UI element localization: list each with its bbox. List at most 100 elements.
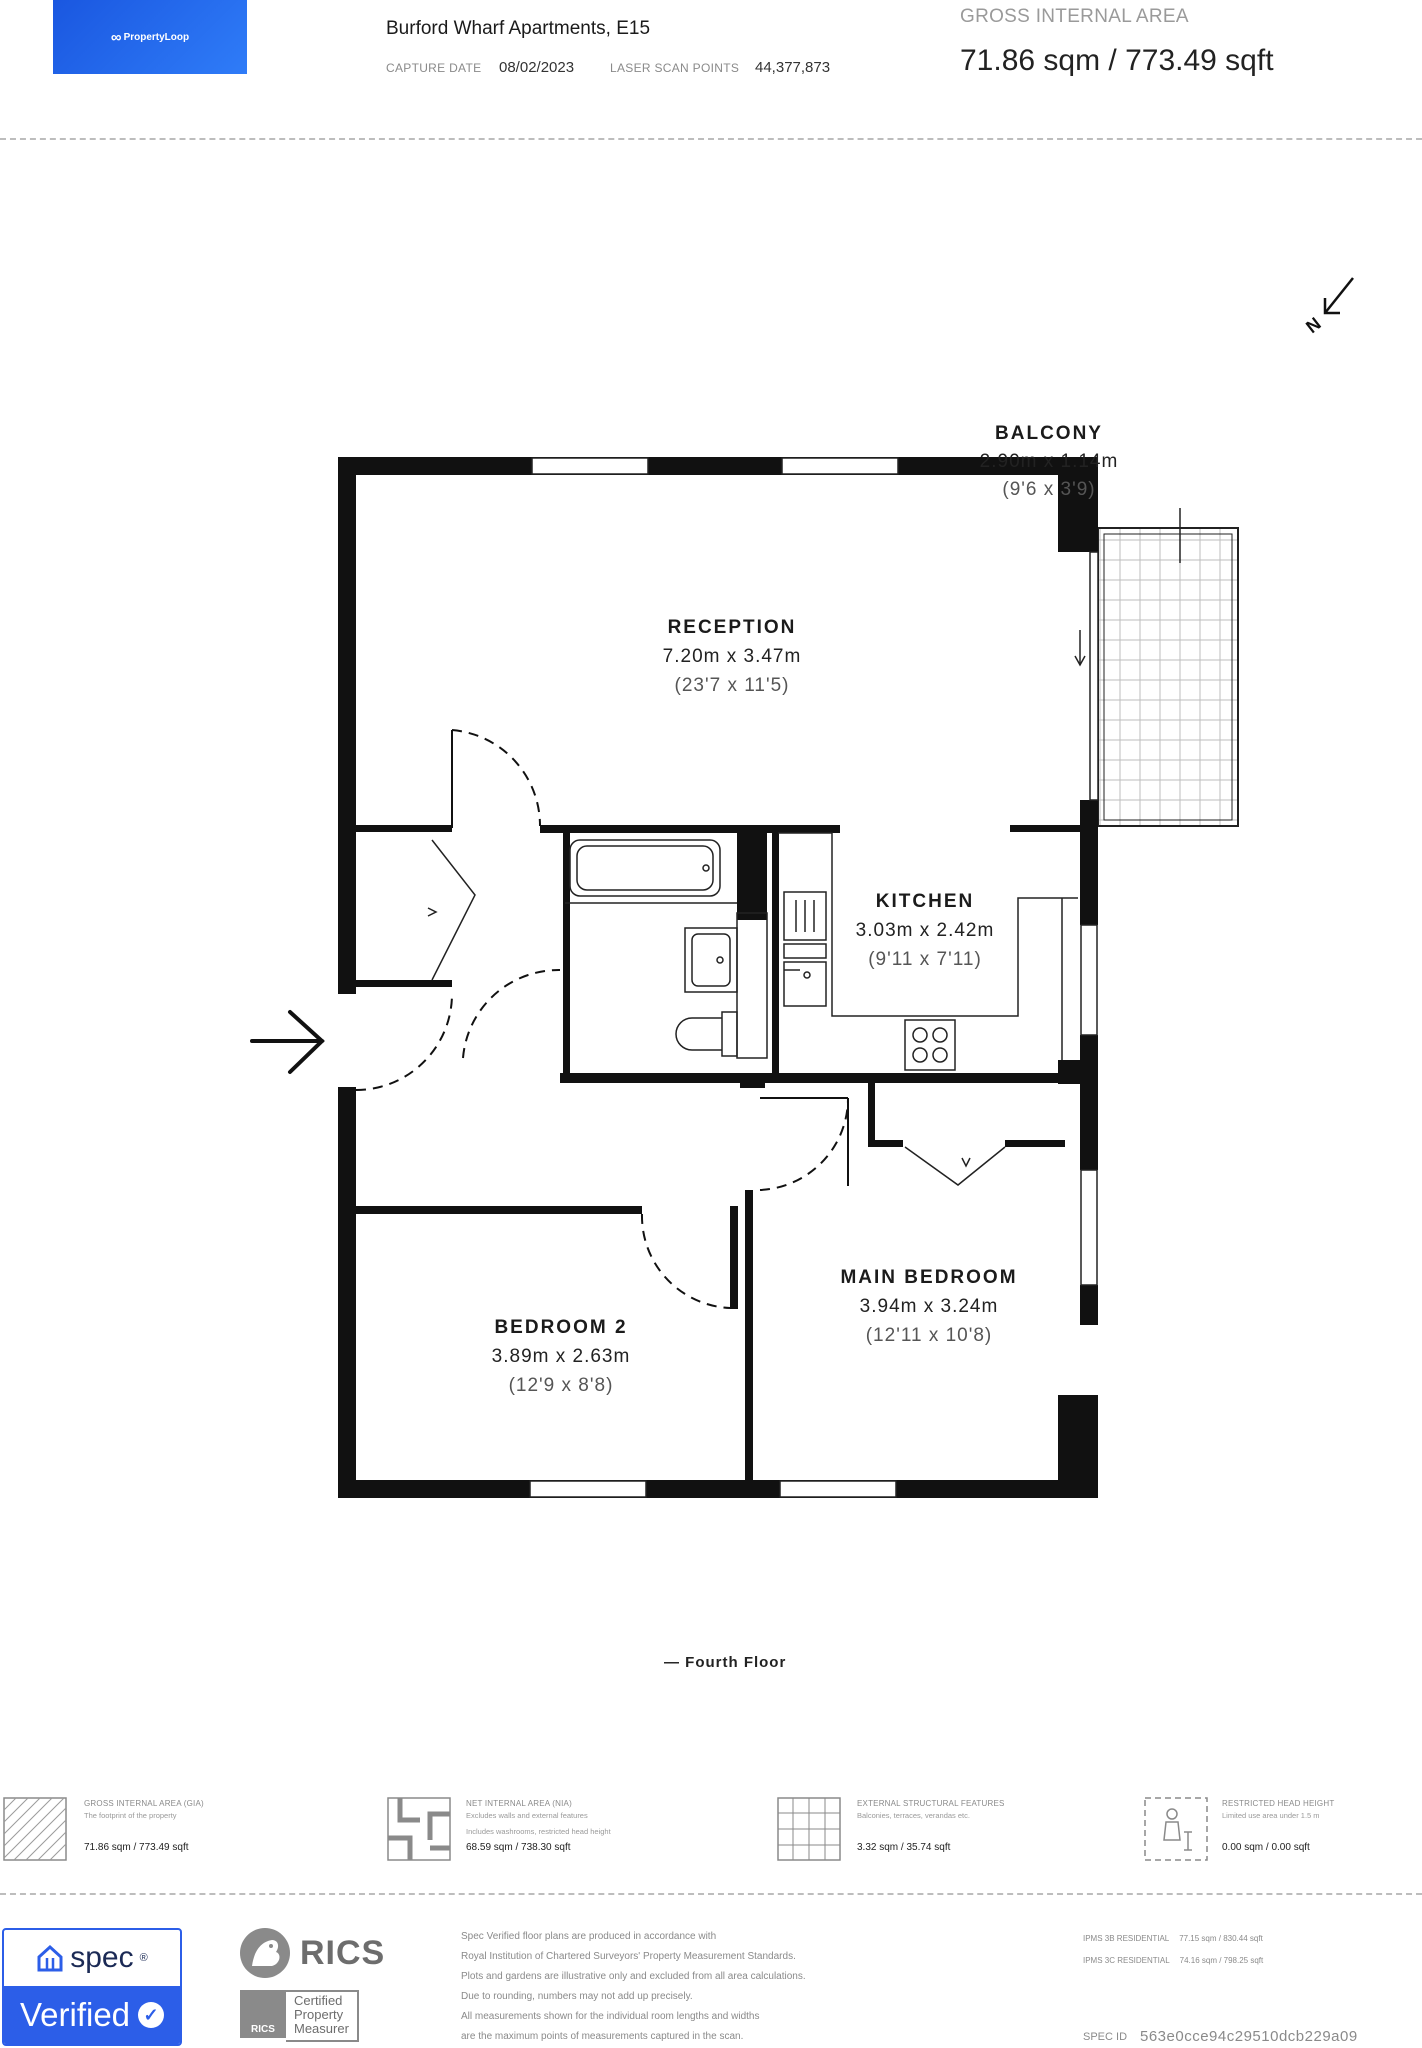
- rics-lion-icon: [240, 1928, 290, 1978]
- disclaimer-line: Plots and gardens are illustrative only …: [461, 1971, 806, 1982]
- property-title: Burford Wharf Apartments, E15: [386, 18, 651, 39]
- legend-divider: [0, 1893, 1422, 1895]
- room-imperial: (23'7 x 11'5): [674, 675, 790, 696]
- room-metric: 3.94m x 3.24m: [859, 1296, 999, 1317]
- legend-desc: [84, 1824, 204, 1840]
- room-name: BALCONY: [995, 423, 1103, 444]
- legend-value: 68.59 sqm / 738.30 sqft: [466, 1842, 571, 1853]
- gia-hatch-icon: [3, 1797, 67, 1861]
- outer-walls: [338, 457, 1098, 1498]
- balcony-area: [1097, 508, 1239, 827]
- room-metric: 7.20m x 3.47m: [662, 646, 802, 667]
- kitchen-counter: [778, 832, 1078, 1060]
- room-imperial: (12'11 x 10'8): [865, 1325, 993, 1346]
- legend-desc: Limited use area under 1.5 m: [1222, 1811, 1320, 1820]
- legend-restricted: RESTRICTED HEAD HEIGHT Limited use area …: [1222, 1799, 1334, 1853]
- rics-certified-badge: RICS Certified Property Measurer: [240, 1990, 359, 2042]
- room-label-reception: RECEPTION 7.20m x 3.47m (23'7 x 11'5): [602, 617, 862, 697]
- room-metric: 3.89m x 2.63m: [491, 1346, 631, 1367]
- door-swings: [355, 729, 850, 1309]
- rics-cert-line: Property: [294, 2007, 344, 2022]
- legend-external: EXTERNAL STRUCTURAL FEATURES Balconies, …: [857, 1799, 1005, 1853]
- ipms-value: 74.16 sqm / 798.25 sqft: [1179, 1956, 1264, 1965]
- rics-cert-text: Certified Property Measurer: [286, 1990, 359, 2042]
- legend-desc: [857, 1824, 1005, 1840]
- ipms-label: IPMS 3B RESIDENTIAL: [1083, 1934, 1169, 1943]
- ipms-3c: IPMS 3C RESIDENTIAL 74.16 sqm / 798.25 s…: [1083, 1956, 1263, 1965]
- spec-verified-badge: spec® Verified ✓: [2, 1928, 182, 2046]
- capture-date-value: 08/02/2023: [499, 59, 575, 76]
- windows: [529, 457, 1099, 1498]
- interior-walls: [356, 825, 1085, 1480]
- disclaimer-text: Spec Verified floor plans are produced i…: [461, 1927, 806, 2047]
- gross-internal-area-label: GROSS INTERNAL AREA: [960, 6, 1189, 27]
- hob-icon: [904, 1019, 956, 1071]
- room-imperial: (9'6 x 3'9): [1002, 479, 1096, 500]
- legend-desc: Balconies, terraces, verandas etc.: [857, 1811, 970, 1820]
- north-arrow-icon: N: [1302, 277, 1354, 337]
- legend-desc: Excludes walls and external features: [466, 1811, 588, 1820]
- room-name: MAIN BEDROOM: [840, 1267, 1018, 1288]
- ipms-value: 77.15 sqm / 830.44 sqft: [1179, 1934, 1263, 1943]
- disclaimer-line: All measurements shown for the individua…: [461, 2011, 760, 2022]
- room-metric: 2.90m x 1.14m: [979, 451, 1119, 472]
- room-imperial: (9'11 x 7'11): [868, 949, 982, 970]
- ipms-label: IPMS 3C RESIDENTIAL: [1083, 1956, 1170, 1965]
- disclaimer-line: are the maximum points of measurements c…: [461, 2031, 744, 2042]
- spec-id-label: SPEC ID: [1083, 2031, 1128, 2043]
- header-divider: [0, 138, 1422, 140]
- room-name: RECEPTION: [667, 617, 797, 638]
- legend-desc: The footprint of the property: [84, 1811, 177, 1820]
- spec-registered-mark: ®: [139, 1952, 148, 1964]
- floor-plan-drawing: N: [250, 277, 1354, 1498]
- capture-date-label: CAPTURE DATE: [386, 61, 482, 75]
- ipms-3b: IPMS 3B RESIDENTIAL 77.15 sqm / 830.44 s…: [1083, 1934, 1263, 1943]
- room-label-kitchen: KITCHEN 3.03m x 2.42m (9'11 x 7'11): [795, 891, 1055, 971]
- nia-walls-icon: [387, 1797, 451, 1861]
- room-name: KITCHEN: [875, 891, 975, 912]
- rics-logo: RICS: [238, 1926, 385, 1980]
- spec-id-value: 563e0cce94c29510dcb229a09: [1140, 2028, 1358, 2045]
- gross-internal-area-value: 71.86 sqm / 773.49 sqft: [960, 44, 1274, 77]
- north-letter: N: [1302, 313, 1325, 337]
- legend-gia: GROSS INTERNAL AREA (GIA) The footprint …: [84, 1799, 204, 1853]
- door-leaves: [451, 730, 849, 1186]
- loop-icon: ∞: [110, 28, 122, 46]
- disclaimer-line: Spec Verified floor plans are produced i…: [461, 1931, 717, 1942]
- room-label-main-bedroom: MAIN BEDROOM 3.94m x 3.24m (12'11 x 10'8…: [799, 1267, 1059, 1347]
- legend-title: RESTRICTED HEAD HEIGHT: [1222, 1799, 1335, 1808]
- logo-text: PropertyLoop: [123, 31, 190, 43]
- legend-desc: [1222, 1824, 1334, 1840]
- spec-house-icon: [37, 1944, 63, 1972]
- rics-cert-line: Certified: [294, 1993, 343, 2008]
- legend-title: GROSS INTERNAL AREA (GIA): [84, 1799, 204, 1808]
- disclaimer-line: Royal Institution of Chartered Surveyors…: [461, 1951, 796, 1962]
- propertyloop-logo[interactable]: ∞ PropertyLoop: [53, 0, 247, 74]
- restricted-head-height-icon: [1144, 1797, 1208, 1861]
- entrance-arrow-icon: [250, 1010, 325, 1074]
- verified-check-icon: ✓: [138, 2002, 165, 2028]
- laser-scan-value: 44,377,873: [755, 59, 831, 76]
- room-metric: 3.03m x 2.42m: [855, 920, 995, 941]
- external-features-grid-icon: [777, 1797, 841, 1861]
- legend-value: 0.00 sqm / 0.00 sqft: [1222, 1842, 1310, 1853]
- legend-value: 3.32 sqm / 35.74 sqft: [857, 1842, 951, 1853]
- legend-desc: Includes washrooms, restricted head heig…: [466, 1827, 611, 1836]
- laser-scan-label: LASER SCAN POINTS: [610, 61, 740, 75]
- rics-cert-line: Measurer: [294, 2021, 349, 2036]
- rics-word: RICS: [300, 1933, 386, 1972]
- floor-caption: — Fourth Floor: [664, 1654, 787, 1671]
- room-name: BEDROOM 2: [494, 1317, 628, 1338]
- legend-nia: NET INTERNAL AREA (NIA) Excludes walls a…: [466, 1799, 611, 1853]
- kitchen-sink-icon: [783, 891, 827, 1007]
- disclaimer-line: Due to rounding, numbers may not add up …: [461, 1991, 693, 2002]
- legend-value: 71.86 sqm / 773.49 sqft: [84, 1842, 189, 1853]
- bathroom-fixtures: [565, 839, 768, 1059]
- room-imperial: (12'9 x 8'8): [508, 1375, 614, 1396]
- legend-title: NET INTERNAL AREA (NIA): [466, 1799, 572, 1808]
- legend-title: EXTERNAL STRUCTURAL FEATURES: [857, 1799, 1005, 1808]
- wardrobe-doors: [427, 839, 1006, 1186]
- room-label-bedroom-2: BEDROOM 2 3.89m x 2.63m (12'9 x 8'8): [431, 1317, 691, 1397]
- rics-small-logo: RICS: [240, 1990, 286, 2038]
- spec-word: spec: [70, 1941, 134, 1974]
